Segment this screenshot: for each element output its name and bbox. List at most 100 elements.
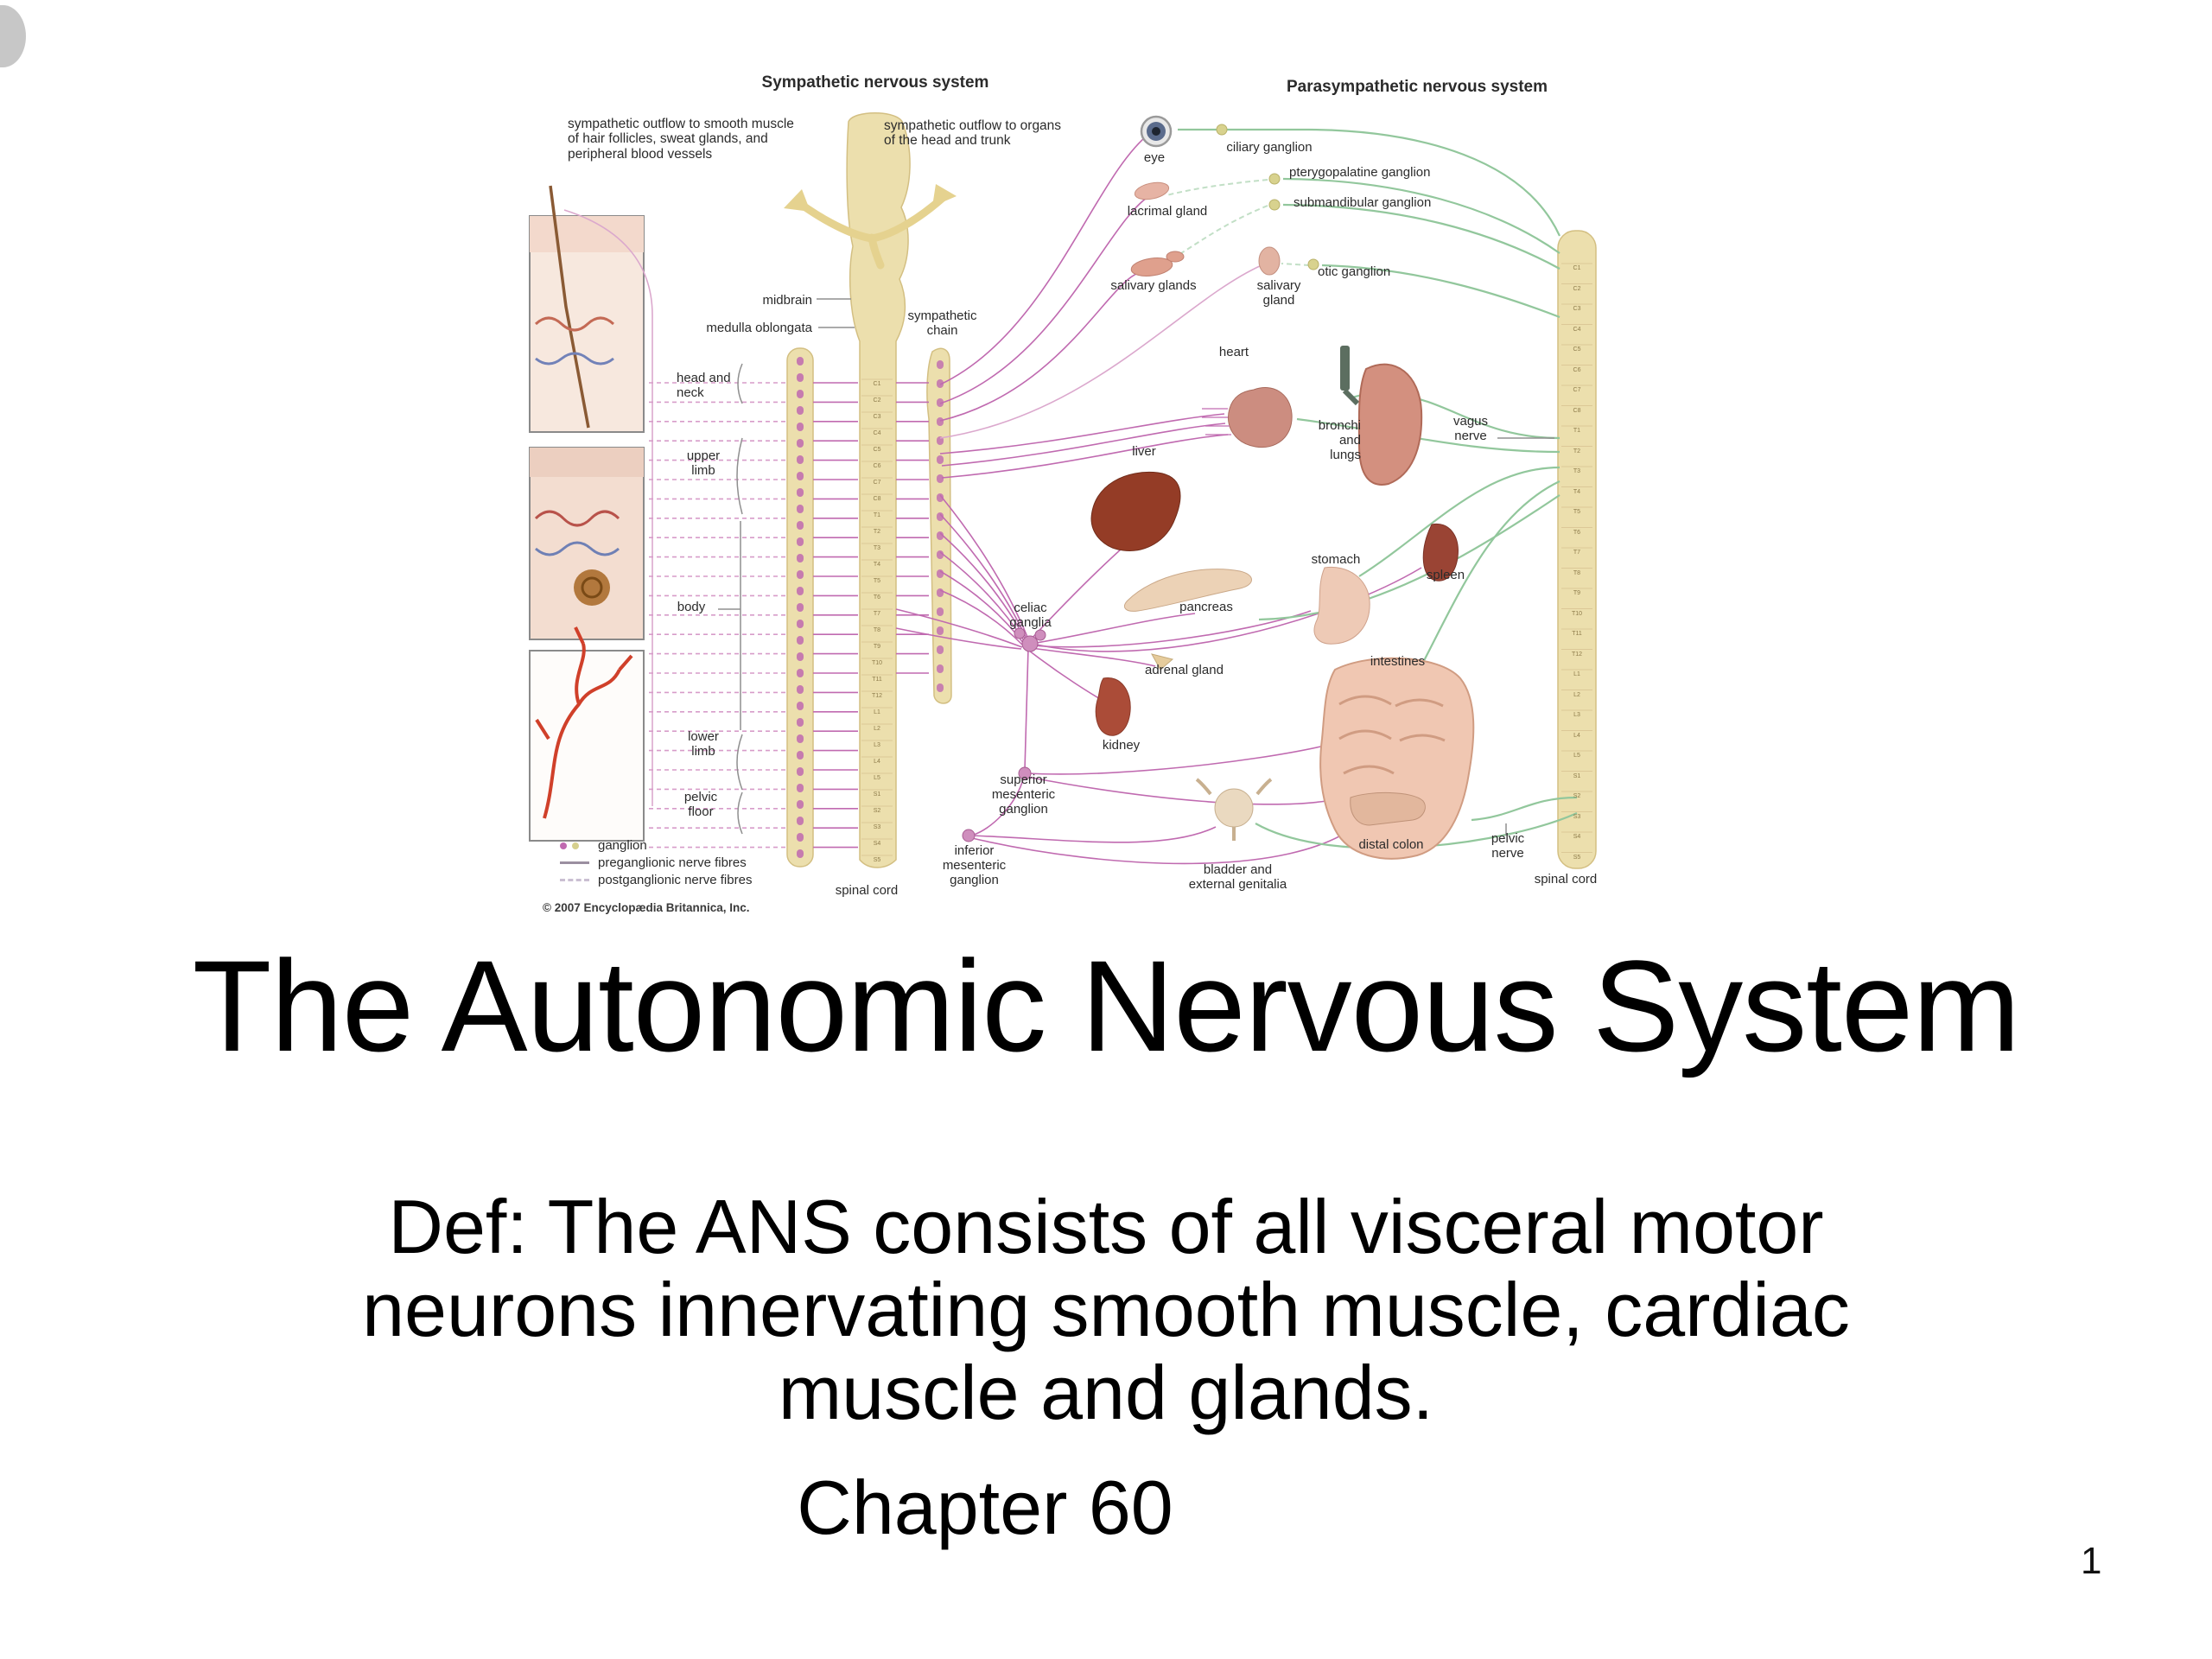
distal-colon-label: distal colon (1358, 837, 1424, 852)
midbrain-label: midbrain (762, 293, 812, 308)
left-cord-segment-T10: T10 (871, 660, 883, 666)
right-cord-segment-C8: C8 (1573, 407, 1581, 414)
eye-label: eye (1143, 150, 1166, 165)
lacrimal-gland-label: lacrimal gland (1127, 204, 1208, 219)
legend-item-ganglion: ganglion (560, 838, 647, 853)
definition-line-2: neurons innervating smooth muscle, cardi… (362, 1266, 1850, 1352)
left-cord-segment-C3: C3 (873, 414, 881, 420)
kidney-organ (1095, 677, 1131, 736)
right-cord-segment-L5: L5 (1573, 753, 1580, 759)
right-cord-segment-S5: S5 (1573, 854, 1581, 861)
salivary-gland2-organ (1258, 246, 1281, 276)
outflow-organs-label: sympathetic outflow to organs of the hea… (884, 118, 1062, 149)
intestines-label: intestines (1370, 654, 1426, 669)
eye-organ (1140, 115, 1173, 148)
outflow-skin-label: sympathetic outflow to smooth muscle of … (568, 117, 794, 162)
right-cord-segment-T6: T6 (1573, 529, 1581, 536)
left-cord-segment-T2: T2 (873, 529, 881, 535)
legend-label-postganglionic: postganglionic nerve fibres (598, 873, 753, 887)
left-cord-segment-C7: C7 (873, 480, 881, 486)
salivary-glands-label: salivary glands (1110, 278, 1197, 293)
left-cord-segment-L4: L4 (874, 759, 880, 765)
bladder-organ (1195, 778, 1273, 841)
right-cord-segment-C1: C1 (1573, 265, 1581, 271)
left-cord-segment-T1: T1 (873, 512, 881, 518)
head-and-neck-label: head and neck (677, 371, 731, 400)
bronchi-and-lungs-label: bronchi and lungs (1318, 418, 1361, 462)
legend-label-preganglionic: preganglionic nerve fibres (598, 855, 747, 870)
pelvic-nerve-label: pelvic nerve (1491, 831, 1525, 861)
right-cord-segment-L3: L3 (1573, 712, 1580, 718)
left-cord-segment-C2: C2 (873, 397, 881, 404)
left-cord-segment-C4: C4 (873, 430, 881, 436)
right-cord-segment-T2: T2 (1573, 448, 1581, 454)
salivary-glands-organ (1130, 257, 1173, 276)
spinal-cord-left-label: spinal cord (835, 883, 899, 898)
pointer-lines (718, 298, 1554, 836)
left-cord-segment-C6: C6 (873, 463, 881, 469)
left-cord-segment-T3: T3 (873, 545, 881, 551)
liver-label: liver (1132, 444, 1156, 459)
right-cord-segment-C5: C5 (1573, 346, 1581, 353)
organ-illustrations (1090, 115, 1475, 860)
right-cord-segment-T1: T1 (1573, 428, 1581, 434)
lacrimal-gland-organ (1134, 181, 1170, 200)
right-cord-segment-L2: L2 (1573, 691, 1580, 698)
sympathetic-header-label: Sympathetic nervous system (761, 73, 989, 92)
right-cord-segment-C2: C2 (1573, 285, 1581, 292)
legend-item-preganglionic: preganglionic nerve fibres (560, 855, 747, 870)
right-cord-segment-C6: C6 (1573, 366, 1581, 373)
stomach-label: stomach (1311, 552, 1361, 567)
left-cord-segment-S3: S3 (873, 824, 881, 830)
left-cord-segment-L5: L5 (874, 775, 880, 781)
adrenal-gland-label: adrenal gland (1145, 663, 1224, 677)
legend-item-postganglionic: postganglionic nerve fibres (560, 873, 752, 887)
medulla-oblongata-label: medulla oblongata (706, 321, 812, 335)
right-cord-segment-S1: S1 (1573, 772, 1581, 779)
body-label: body (677, 600, 706, 614)
left-cord-segment-T11: T11 (872, 677, 882, 683)
spleen-label: spleen (1426, 568, 1465, 582)
left-cord-segment-T8: T8 (873, 627, 881, 633)
right-cord-segment-C7: C7 (1573, 387, 1581, 393)
right-cord-segment-C4: C4 (1573, 326, 1581, 333)
left-cord-segment-T5: T5 (873, 578, 881, 584)
pterygopalatine-ganglion-label: pterygopalatine ganglion (1289, 165, 1431, 180)
left-cord-segment-T9: T9 (873, 644, 881, 650)
heart-organ (1202, 387, 1293, 448)
vagus-nerve-label: vagus nerve (1452, 414, 1489, 443)
ans-diagram: Sympathetic nervous system Parasympatheti… (333, 48, 1646, 933)
pelvic-floor-label: pelvic floor (683, 790, 718, 819)
legend-swatch-preganglionic (560, 861, 589, 864)
legend-swatch-postganglionic (560, 879, 589, 881)
lower-limb-label: lower limb (688, 729, 719, 759)
inferior-mesenteric-ganglion-label: inferior mesenteric ganglion (942, 843, 1007, 887)
otic-ganglion-label: otic ganglion (1318, 264, 1391, 279)
left-cord-segment-C5: C5 (873, 447, 881, 453)
right-cord-segment-L1: L1 (1573, 671, 1580, 677)
ganglion-beads (962, 124, 1319, 842)
chapter-text: Chapter 60 (797, 1465, 1173, 1550)
pancreas-organ (1124, 569, 1252, 612)
right-cord-segment-T7: T7 (1573, 550, 1581, 556)
left-cord-segment-C8: C8 (873, 496, 881, 502)
spleen-organ (1422, 523, 1459, 582)
left-cord-segment-T4: T4 (873, 562, 881, 568)
submandibular-ganglion-label: submandibular ganglion (1294, 195, 1432, 210)
right-cord-segment-T9: T9 (1573, 590, 1581, 596)
right-cord-segment-T3: T3 (1573, 468, 1581, 474)
diagram-figure (529, 112, 1597, 869)
superior-mesenteric-ganglion-label: superior mesenteric ganglion (991, 772, 1056, 817)
left-cord-segment-C1: C1 (873, 381, 881, 387)
right-cord-segment-L4: L4 (1573, 732, 1580, 739)
heart-label: heart (1218, 345, 1249, 359)
slide-title: The Autonomic Nervous System (192, 933, 2021, 1078)
right-cord-segment-S2: S2 (1573, 793, 1581, 799)
right-cord-segment-C3: C3 (1573, 306, 1581, 312)
stomach-organ (1313, 566, 1370, 645)
left-cord-segment-T7: T7 (873, 611, 881, 617)
parasympathetic-header-label: Parasympathetic nervous system (1286, 78, 1548, 96)
sympathetic-chain-label: sympathetic chain (907, 308, 977, 338)
left-cord-segment-L1: L1 (874, 709, 880, 715)
